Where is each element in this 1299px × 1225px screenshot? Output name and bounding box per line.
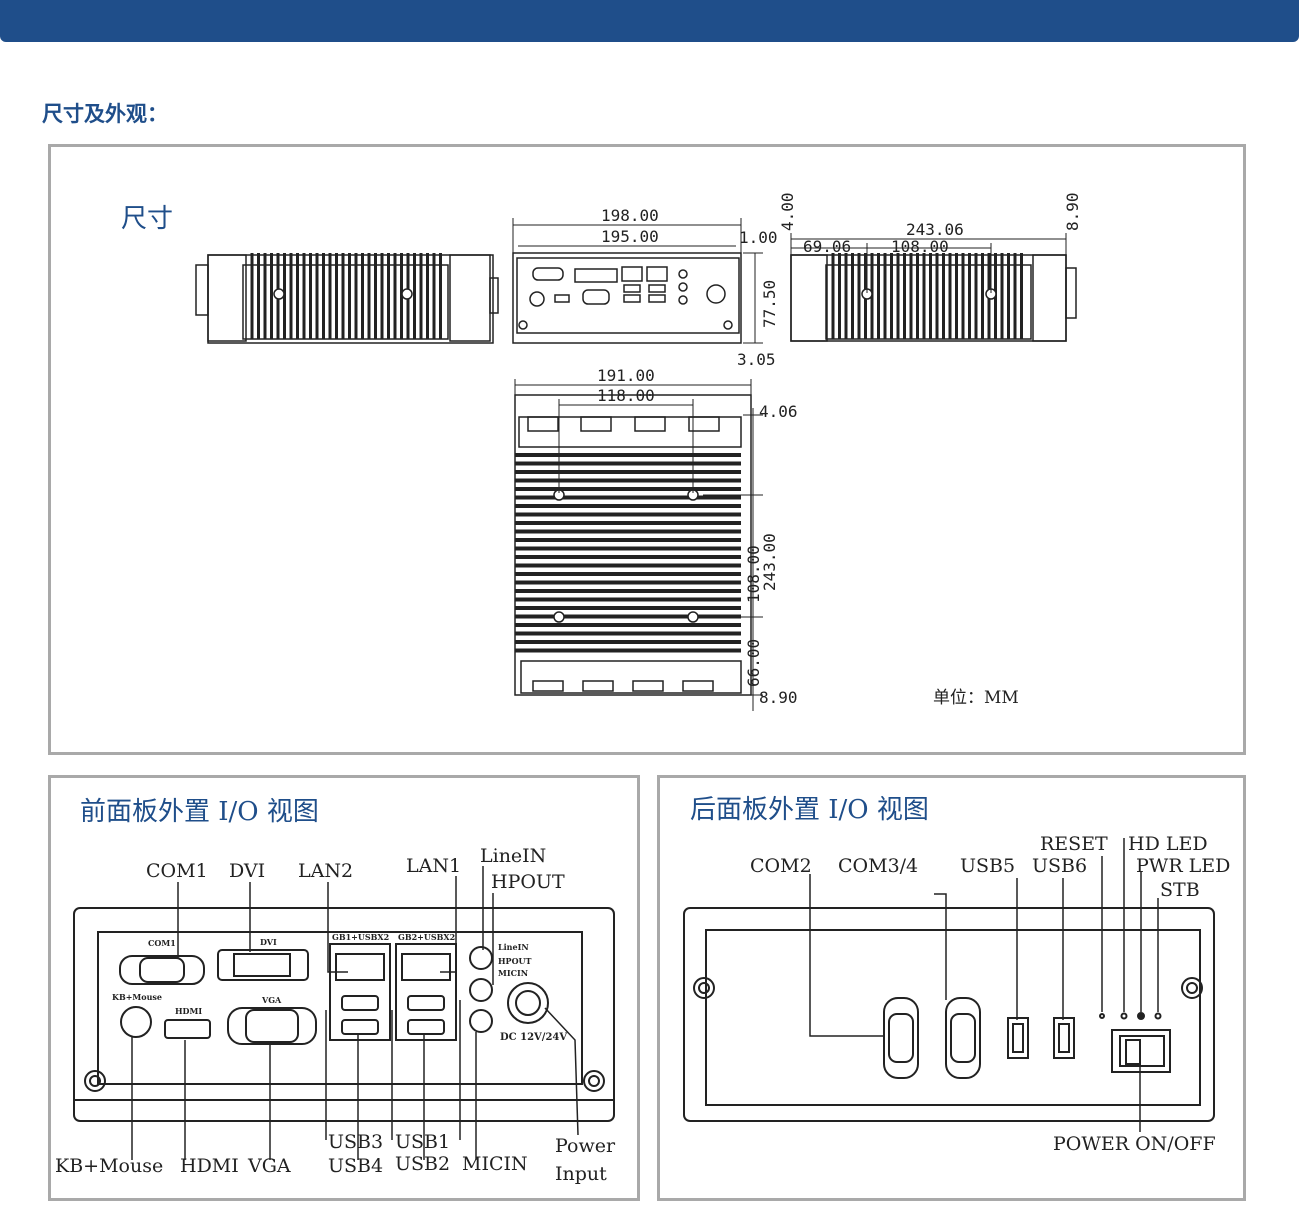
dim-top-rear-offset: 8.90 bbox=[759, 688, 798, 707]
callout-hpout: HPOUT bbox=[491, 871, 565, 893]
dim-top-hole-spacing: 118.00 bbox=[597, 386, 655, 405]
rear-io-drawing: 后面板外置 I/O 视图 bbox=[683, 795, 1230, 1155]
dim-top-rear-hole: 66.00 bbox=[744, 639, 763, 687]
silk-linein: LineIN bbox=[498, 942, 529, 952]
silk-gb1: GB1+USBX2 bbox=[332, 932, 389, 942]
callout-micin: MICIN bbox=[462, 1153, 528, 1175]
silk-micin: MICIN bbox=[498, 968, 528, 978]
rear-chassis bbox=[683, 907, 1215, 1122]
silk-vga: VGA bbox=[261, 995, 282, 1005]
left-side-view bbox=[195, 253, 499, 344]
section-title: 尺寸及外观： bbox=[42, 102, 168, 126]
callout-pwrled: PWR LED bbox=[1136, 855, 1230, 877]
dim-side-length: 243.06 bbox=[906, 220, 964, 239]
silk-gb2: GB2+USBX2 bbox=[398, 932, 455, 942]
dimension-drawing: 尺寸 bbox=[121, 192, 1082, 711]
silk-hdmi: HDMI bbox=[175, 1006, 202, 1016]
silk-dvi: DVI bbox=[260, 937, 277, 947]
dim-width-inner: 195.00 bbox=[601, 227, 659, 246]
side-view-dimensions: 4.00 243.06 69.06 108.00 8.90 bbox=[778, 192, 1082, 293]
dim-side-top-b: 8.90 bbox=[1063, 192, 1082, 231]
callout-kbmouse: KB+Mouse bbox=[55, 1155, 163, 1177]
dimensions-title: 尺寸 bbox=[121, 204, 173, 234]
dimensions-panel: 尺寸 bbox=[48, 144, 1246, 755]
unit-note: 单位：MM bbox=[933, 688, 1019, 708]
front-io-panel: 前面板外置 I/O 视图 bbox=[48, 775, 640, 1201]
front-callouts: COM1 DVI LAN2 LAN1 LineIN HPOUT KB+Mouse… bbox=[55, 845, 616, 1185]
callout-reset: RESET bbox=[1040, 833, 1108, 855]
callout-stb: STB bbox=[1160, 879, 1200, 901]
dim-top-offset: 1.00 bbox=[739, 228, 778, 247]
callout-usb1: USB1 bbox=[395, 1131, 450, 1153]
callout-com1: COM1 bbox=[146, 860, 208, 882]
callout-dvi: DVI bbox=[229, 860, 265, 882]
front-chassis bbox=[73, 907, 615, 1122]
dim-side-top-a: 4.00 bbox=[778, 192, 797, 231]
callout-usb4: USB4 bbox=[328, 1155, 383, 1177]
dim-side-hole-b: 108.00 bbox=[891, 237, 949, 256]
callout-power-switch: POWER ON/OFF bbox=[1053, 1133, 1216, 1155]
callout-com34: COM3/4 bbox=[838, 855, 918, 877]
dim-top-depth: 243.00 bbox=[760, 533, 779, 591]
dim-top-front-offset: 4.06 bbox=[759, 402, 798, 421]
silk-kbmouse: KB+Mouse bbox=[112, 992, 162, 1002]
rear-io-panel: 后面板外置 I/O 视图 bbox=[657, 775, 1246, 1201]
silk-hpout: HPOUT bbox=[498, 956, 532, 966]
front-io-drawing: 前面板外置 I/O 视图 bbox=[55, 797, 616, 1185]
rear-panel-title: 后面板外置 I/O 视图 bbox=[690, 795, 929, 825]
callout-lan1: LAN1 bbox=[406, 855, 461, 877]
front-silkscreen: COM1 DVI KB+Mouse HDMI VGA GB1+USBX2 GB2… bbox=[112, 932, 567, 1043]
callout-usb2: USB2 bbox=[395, 1153, 450, 1175]
dim-width-outer: 198.00 bbox=[601, 206, 659, 225]
callout-hdmi: HDMI bbox=[180, 1155, 239, 1177]
dim-top-width: 191.00 bbox=[597, 366, 655, 385]
dim-side-hole-a: 69.06 bbox=[803, 237, 851, 256]
front-panel-title: 前面板外置 I/O 视图 bbox=[80, 797, 319, 827]
top-view-drawing bbox=[514, 394, 752, 696]
dim-height: 77.50 bbox=[760, 280, 779, 328]
front-leader-lines bbox=[131, 866, 579, 1160]
silk-com1: COM1 bbox=[148, 938, 176, 948]
callout-usb6: USB6 bbox=[1032, 855, 1087, 877]
callout-vga: VGA bbox=[247, 1155, 291, 1177]
front-view-drawing bbox=[512, 252, 742, 344]
dim-bottom-offset: 3.05 bbox=[737, 350, 776, 369]
callout-lan2: LAN2 bbox=[298, 860, 353, 882]
top-banner bbox=[0, 0, 1299, 42]
callout-usb3: USB3 bbox=[328, 1131, 383, 1153]
silk-dc: DC 12V/24V bbox=[500, 1032, 567, 1043]
front-view-dimensions: 198.00 195.00 1.00 77.50 3.05 bbox=[512, 206, 779, 369]
rear-callouts: COM2 COM3/4 USB5 USB6 RESET HD LED PWR L… bbox=[750, 833, 1230, 1155]
callout-com2: COM2 bbox=[750, 855, 812, 877]
top-view-dimensions: 191.00 118.00 4.06 108.00 243.00 66.00 8… bbox=[514, 366, 798, 711]
callout-linein: LineIN bbox=[480, 845, 546, 867]
right-side-view bbox=[790, 253, 1077, 342]
callout-usb5: USB5 bbox=[960, 855, 1015, 877]
callout-power: Power bbox=[555, 1135, 616, 1157]
callout-input: Input bbox=[555, 1163, 607, 1185]
dim-top-hole-pitch: 108.00 bbox=[744, 545, 763, 603]
callout-hdled: HD LED bbox=[1128, 833, 1208, 855]
rear-leader-lines bbox=[809, 838, 1159, 1132]
